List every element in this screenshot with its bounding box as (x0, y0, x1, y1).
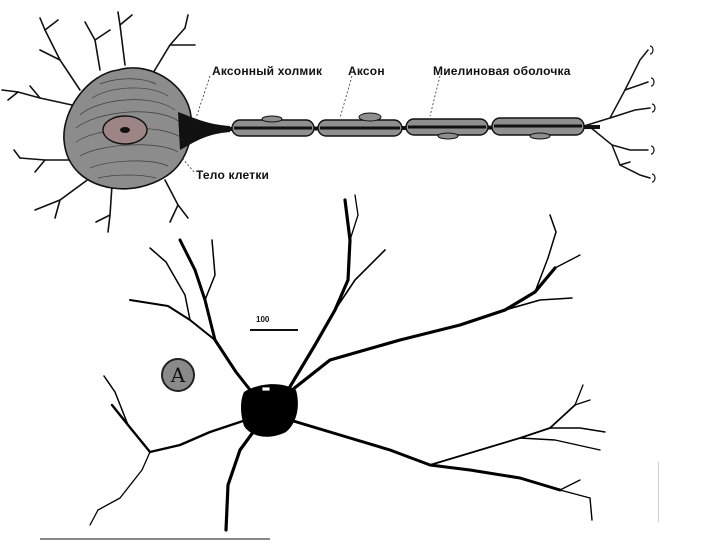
axon-hillock (178, 112, 230, 150)
leader-lines (181, 75, 441, 173)
soma-dendrites (1, 11, 196, 233)
bottom-divider (40, 538, 270, 540)
myelin-axon-stripe (234, 124, 582, 130)
label-axon-hillock: Аксонный холмик (212, 64, 323, 78)
right-edge-mark (658, 462, 659, 522)
silhouette-soma (241, 384, 298, 437)
axon-terminals (583, 49, 651, 179)
label-cell-body: Тело клетки (196, 168, 270, 182)
label-myelin-sheath: Миелиновая оболочка (433, 64, 571, 78)
panel-badge: A (161, 358, 195, 392)
synaptic-boutons (649, 45, 656, 183)
scale-bar-label: 100 (256, 315, 270, 324)
cytoplasm-texture (75, 78, 183, 179)
schematic-neuron (1, 11, 656, 233)
schwann-nuclei (261, 112, 551, 140)
label-axon: Аксон (348, 64, 385, 78)
silhouette-neuron (89, 194, 606, 532)
nucleolus (120, 127, 130, 133)
